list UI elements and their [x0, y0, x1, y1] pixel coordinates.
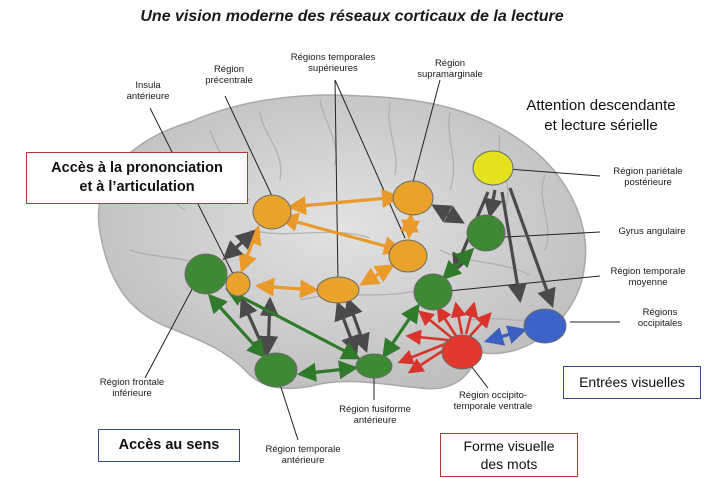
label-fusiforme-anterieure: Région fusiforme antérieure — [339, 404, 411, 426]
node-supramarginale — [392, 180, 434, 216]
label-frontale-inferieure: Région frontale inférieure — [99, 377, 165, 399]
box-acces-au-sens: Accès au sens — [98, 429, 240, 462]
label-gyrus-angulaire: Gyrus angulaire — [618, 226, 686, 237]
node-temporale-moyenne — [413, 273, 453, 311]
blue-arrow — [483, 325, 528, 346]
label-insula: Insula antérieure — [126, 80, 170, 102]
nodes — [184, 150, 567, 388]
red-arrows — [397, 301, 492, 374]
box-prononciation: Accès à la prononciation et à l’articula… — [26, 152, 248, 204]
label-parietale-posterieure: Région pariétale postérieure — [613, 166, 683, 188]
box-entrees-visuelles: Entrées visuelles — [563, 366, 701, 399]
node-frontale-inferieure — [184, 253, 228, 295]
label-occipito-temporale-ventrale: Région occipito- temporale ventrale — [453, 390, 533, 412]
label-temporales-superieures: Régions temporales supérieures — [290, 52, 376, 74]
label-temporale-moyenne: Région temporale moyenne — [610, 266, 686, 288]
label-temporale-anterieure: Région temporale antérieure — [265, 444, 341, 466]
green-arrows — [207, 247, 475, 382]
label-supramarginale: Région supramarginale — [417, 58, 483, 80]
node-temporale-superieure-ant — [316, 276, 360, 304]
label-occipitales: Régions occipitales — [637, 307, 683, 329]
label-precentrale: Région précentrale — [205, 64, 253, 86]
node-temporale-superieure-post — [388, 239, 428, 273]
diagram-title: Une vision moderne des réseaux corticaux… — [140, 8, 564, 25]
node-temporale-anterieure — [254, 352, 298, 388]
node-precentrale — [252, 194, 292, 230]
node-fusiforme-anterieure — [355, 353, 393, 379]
brain-silhouette — [97, 94, 587, 390]
node-insula — [225, 271, 251, 297]
node-occipito-temporale-ventrale — [441, 334, 483, 370]
box-forme-visuelle: Forme visuelle des mots — [440, 433, 578, 477]
node-occipitales — [523, 308, 567, 344]
heading-attention: Attention descendante et lecture sériell… — [526, 97, 676, 134]
node-parietale-posterieure — [472, 150, 514, 186]
node-gyrus-angulaire — [466, 214, 506, 252]
